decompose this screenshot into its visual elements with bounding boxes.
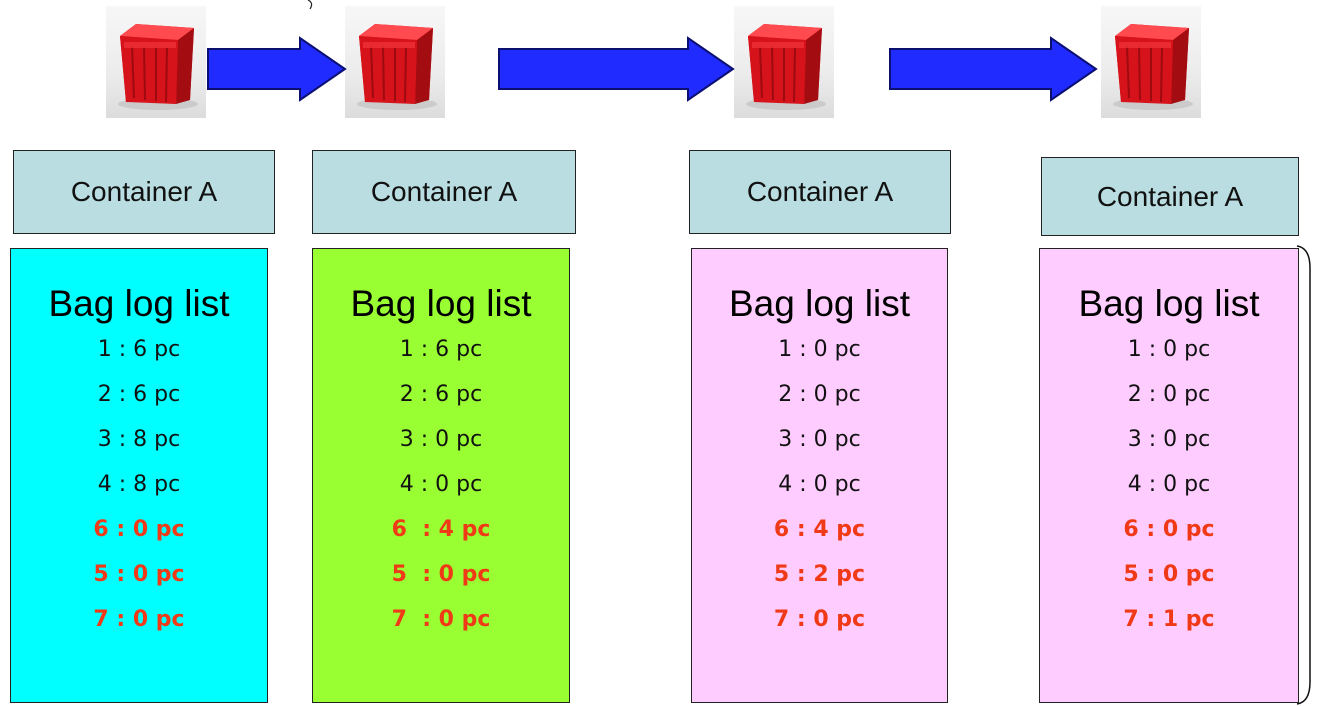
bag-log-box-1: Bag log list 1 : 6 pc 2 : 6 pc 3 : 8 pc 4 :…: [10, 248, 268, 703]
bag-log-line: 3 : 8 pc: [97, 427, 181, 452]
crate-image-2: [345, 6, 445, 118]
bag-log-line: 7 : 0 pc: [391, 607, 491, 632]
bag-log-line: 5 : 0 pc: [1123, 562, 1215, 587]
crate-image-3: [734, 6, 834, 118]
bag-log-title: Bag log list: [350, 283, 532, 324]
bag-log-line: 5 : 0 pc: [391, 562, 491, 587]
bag-log-line: 6 : 0 pc: [1123, 517, 1215, 542]
bag-log-lines: 1 : 6 pc 2 : 6 pc 3 : 8 pc 4 : 8 pc 6 : 0 pc…: [11, 327, 267, 642]
bag-log-title: Bag log list: [48, 283, 230, 324]
bag-log-line: 3 : 0 pc: [778, 427, 861, 452]
bag-log-line: 2 : 6 pc: [399, 382, 483, 407]
bag-log-lines: 1 : 6 pc 2 : 6 pc 3 : 0 pc 4 : 0 pc 6 : 4 pc…: [313, 327, 569, 642]
bag-log-line: 4 : 0 pc: [1127, 472, 1211, 497]
bag-log-line: 7 : 0 pc: [773, 607, 866, 632]
bag-log-lines: 1 : 0 pc 2 : 0 pc 3 : 0 pc 4 : 0 pc 6 : 4 pc…: [692, 327, 947, 642]
bag-log-line: 6 : 4 pc: [391, 517, 491, 542]
closing-brace: [1296, 245, 1311, 705]
container-label-4: Container A: [1041, 157, 1299, 236]
bag-log-line: 1 : 6 pc: [399, 337, 483, 362]
bag-log-line: 2 : 0 pc: [778, 382, 861, 407]
flow-arrow-3: [889, 36, 1098, 102]
bag-log-line: 2 : 0 pc: [1127, 382, 1211, 407]
container-label-1: Container A: [13, 150, 275, 234]
bag-log-line: 4 : 0 pc: [399, 472, 483, 497]
bag-log-box-3: Bag log list 1 : 0 pc 2 : 0 pc 3 : 0 pc 4 :…: [691, 248, 948, 703]
bag-log-line: 6 : 4 pc: [773, 517, 866, 542]
crate-image-1: [106, 6, 206, 118]
container-label-2: Container A: [312, 150, 576, 234]
crate-image-4: [1101, 6, 1201, 118]
bag-log-lines: 1 : 0 pc 2 : 0 pc 3 : 0 pc 4 : 0 pc 6 : 0 pc…: [1040, 327, 1298, 642]
bag-log-title: Bag log list: [729, 283, 910, 324]
bag-log-line: 5 : 2 pc: [773, 562, 866, 587]
bag-log-line: 4 : 8 pc: [97, 472, 181, 497]
bag-log-line: 1 : 0 pc: [778, 337, 861, 362]
bag-log-line: 4 : 0 pc: [778, 472, 861, 497]
bag-log-line: 3 : 0 pc: [1127, 427, 1211, 452]
bag-log-line: 7 : 1 pc: [1123, 607, 1215, 632]
bag-log-line: 1 : 0 pc: [1127, 337, 1211, 362]
bag-log-title: Bag log list: [1078, 283, 1260, 324]
bag-log-line: 5 : 0 pc: [93, 562, 185, 587]
stray-mark: [307, 0, 313, 10]
bag-log-line: 6 : 0 pc: [93, 517, 185, 542]
bag-log-line: 2 : 6 pc: [97, 382, 181, 407]
bag-log-box-4: Bag log list 1 : 0 pc 2 : 0 pc 3 : 0 pc 4 :…: [1039, 248, 1299, 703]
flow-arrow-1: [207, 36, 347, 102]
bag-log-line: 7 : 0 pc: [93, 607, 185, 632]
flow-arrow-2: [498, 36, 735, 102]
container-label-3: Container A: [689, 150, 951, 234]
bag-log-box-2: Bag log list 1 : 6 pc 2 : 6 pc 3 : 0 pc 4 :…: [312, 248, 570, 703]
bag-log-line: 1 : 6 pc: [97, 337, 181, 362]
bag-log-line: 3 : 0 pc: [399, 427, 483, 452]
